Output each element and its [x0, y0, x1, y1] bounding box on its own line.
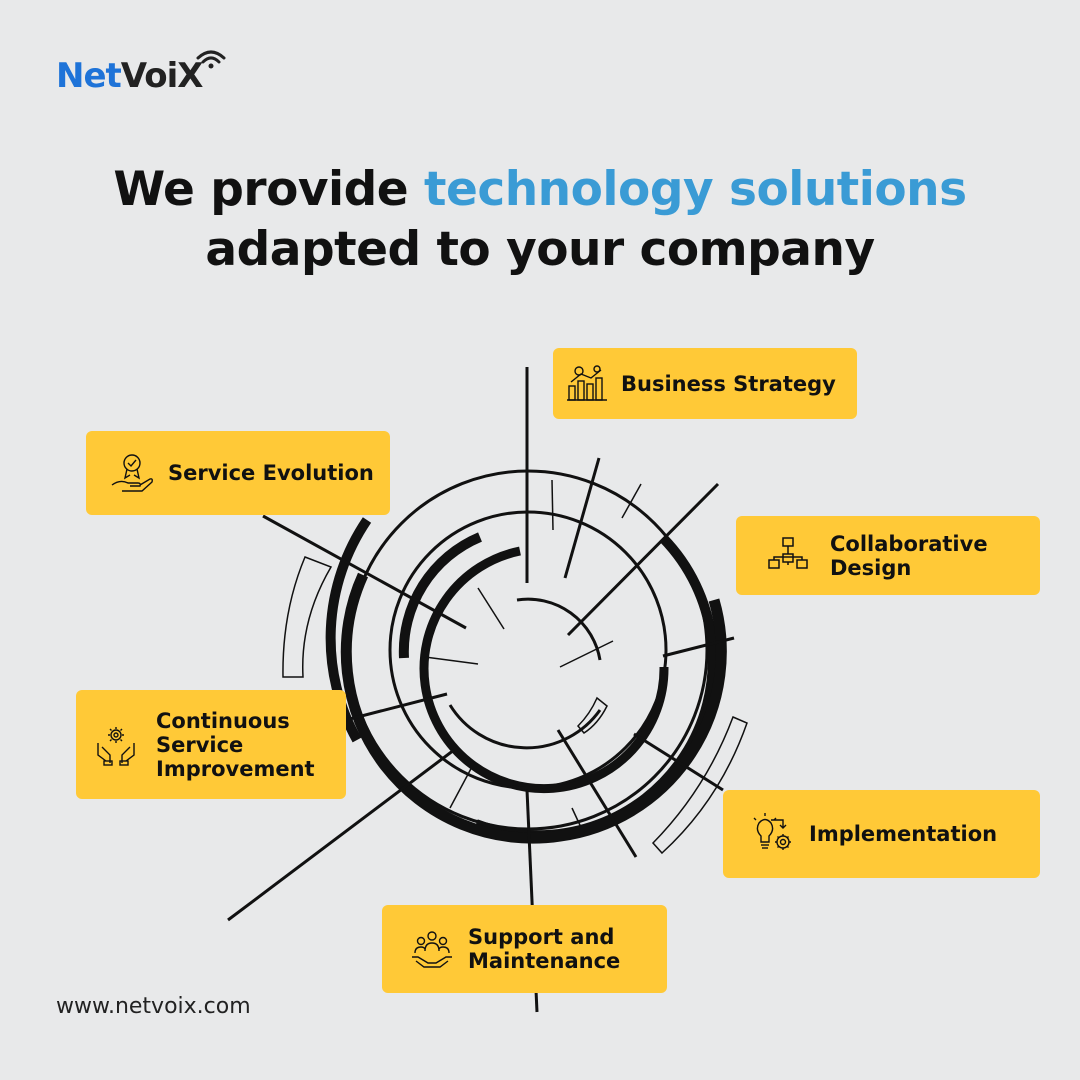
- award-hand-icon: [111, 454, 153, 492]
- spoke-9: [633, 732, 724, 792]
- headline-highlight: technology solutions: [424, 162, 967, 217]
- tick-7: [571, 807, 586, 837]
- headline: We provide technology solutions adapted …: [0, 160, 1080, 280]
- spoke-5: [662, 636, 735, 658]
- inner-lower-arc: [448, 704, 602, 750]
- spoke-3: [566, 482, 720, 637]
- tick-1: [551, 479, 554, 531]
- team-support-icon: [412, 931, 452, 968]
- spoke-8: [556, 729, 638, 858]
- tick-3: [477, 587, 505, 630]
- thick-arc-inner-top: [398, 532, 482, 659]
- outline-band-left: [282, 556, 333, 678]
- implementation-label: Implementation: [809, 822, 998, 846]
- logo-wordmark: NetVoiX: [56, 56, 204, 96]
- spoke-4: [262, 514, 467, 630]
- service-evolution-card[interactable]: Service Evolution: [86, 431, 390, 515]
- outline-small: [576, 696, 608, 734]
- business-strategy-icon: [567, 364, 607, 401]
- continuous-service-improvement-label: Continuous Service Improvement: [156, 708, 315, 781]
- outline-band-right: [651, 716, 748, 855]
- footer-url[interactable]: www.netvoix.com: [56, 994, 251, 1019]
- org-chart-icon: [768, 536, 808, 569]
- business-strategy-card[interactable]: Business Strategy: [553, 348, 857, 419]
- headline-after: adapted to your company: [205, 222, 875, 277]
- support-maintenance-label: Support and Maintenance: [468, 925, 621, 973]
- lightbulb-gear-icon: [753, 813, 791, 850]
- thick-ring-main: [340, 572, 727, 844]
- spoke-2: [563, 457, 601, 579]
- spoke-7: [227, 748, 455, 922]
- headline-before: We provide: [113, 162, 425, 217]
- continuous-service-improvement-card[interactable]: Continuous Service Improvement: [76, 690, 346, 799]
- implementation-card[interactable]: Implementation: [723, 790, 1040, 878]
- spoke-6: [345, 692, 448, 722]
- tick-2: [621, 483, 642, 519]
- collaborative-design-label: Collaborative Design: [830, 531, 988, 580]
- tick-5: [559, 640, 614, 668]
- wifi-icon: [196, 50, 226, 69]
- business-strategy-label: Business Strategy: [621, 371, 836, 396]
- hands-gear-icon: [97, 726, 135, 766]
- logo-voix: VoiX: [120, 56, 204, 96]
- tick-4: [424, 656, 479, 665]
- inner-thin-arc: [516, 597, 602, 661]
- inner-thick-ring: [419, 546, 669, 794]
- brand-logo: NetVoiX: [56, 44, 226, 98]
- support-maintenance-card[interactable]: Support and Maintenance: [382, 905, 667, 993]
- tick-6: [449, 762, 475, 809]
- logo-net: Net: [56, 56, 122, 96]
- collaborative-design-card[interactable]: Collaborative Design: [736, 516, 1040, 595]
- service-evolution-label: Service Evolution: [168, 461, 374, 485]
